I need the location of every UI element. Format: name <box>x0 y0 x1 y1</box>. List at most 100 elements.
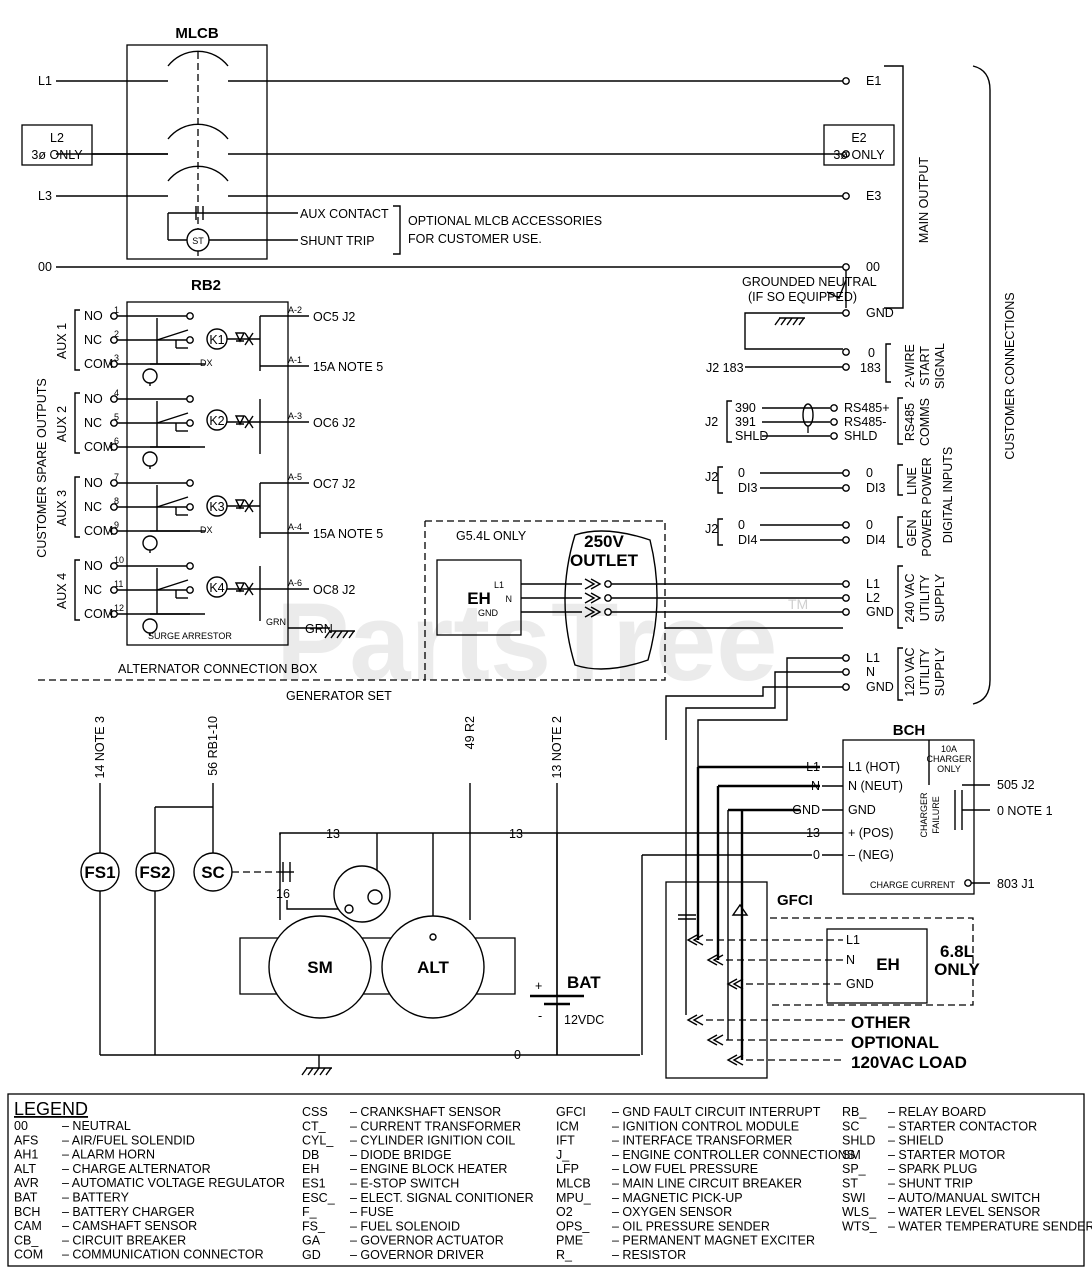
input-00: 00 <box>38 260 52 274</box>
comms-j2: J2 <box>705 415 718 429</box>
contact-blade <box>156 329 189 341</box>
line_power-bracket <box>717 466 723 494</box>
bat-voltage: 12VDC <box>564 1013 604 1027</box>
start-signal-label: 2-WIRE <box>903 344 917 388</box>
shunt-trip-coil <box>186 228 210 252</box>
eh68-term: N <box>846 953 855 967</box>
relay-diode <box>234 332 246 343</box>
gen_power-wire: DI4 <box>738 533 758 547</box>
vertical-wire-label: 14 NOTE 3 <box>93 716 107 779</box>
bch-wire: L1 <box>806 760 820 774</box>
contact-no <box>186 562 194 570</box>
output-terminal <box>842 192 850 200</box>
output-terminal <box>842 77 850 85</box>
start-signal-label: SIGNAL <box>933 343 947 389</box>
gen_power-j2: J2 <box>705 522 718 536</box>
aux-group-label: AUX 3 <box>55 490 69 526</box>
relay-coil <box>206 495 228 517</box>
gfci-trip <box>731 903 749 916</box>
alt-terminal <box>429 933 437 941</box>
output-e1: E1 <box>866 74 881 88</box>
legend-abbr: OPS_ <box>556 1219 590 1233</box>
legend-desc: – COMMUNICATION CONNECTOR <box>62 1248 264 1262</box>
aux-terminal-num: 10 <box>114 555 124 565</box>
legend-desc: – RESISTOR <box>612 1248 686 1262</box>
legend-abbr: CT_ <box>302 1119 327 1133</box>
vertical-wire-label: 49 R2 <box>463 716 477 749</box>
rb2-pin-label: OC5 J2 <box>313 310 355 324</box>
contact-blade <box>156 412 189 424</box>
comms-terminal <box>830 432 838 440</box>
relay-suppressor <box>244 415 254 429</box>
supply240-term: GND <box>866 605 894 619</box>
relay-diode-mark: DX <box>200 525 213 535</box>
watermark-tm: TM <box>788 596 808 612</box>
legend-desc: – ENGINE BLOCK HEATER <box>350 1162 507 1176</box>
comms-right-bracket <box>897 397 903 445</box>
supply240-label: SUPPLY <box>933 573 947 622</box>
gfci-plug <box>726 1054 744 1066</box>
legend-abbr: WLS_ <box>842 1205 877 1219</box>
supply120-label: UTILITY <box>918 648 932 695</box>
legend-desc: – MAIN LINE CIRCUIT BREAKER <box>612 1177 802 1191</box>
legend-abbr: FS_ <box>302 1219 326 1233</box>
contact-no <box>186 479 194 487</box>
g54-term: GND <box>478 608 499 618</box>
start-terminal <box>842 348 850 356</box>
aux-terminal <box>110 336 118 344</box>
aux-terminal <box>110 479 118 487</box>
gen_power-right-bracket <box>897 516 903 548</box>
start-signal-label: START <box>918 346 932 386</box>
legend-abbr: SHLD <box>842 1134 875 1148</box>
wire-13-label: 13 <box>509 827 523 841</box>
eh68-only: ONLY <box>934 960 980 979</box>
gfci-plug <box>686 934 704 946</box>
legend-desc: – AIR/FUEL SOLENDID <box>62 1133 195 1147</box>
legend-abbr: GD <box>302 1248 321 1262</box>
start-bracket <box>885 343 891 383</box>
breaker-arc <box>167 50 229 67</box>
legend-desc: – E-STOP SWITCH <box>350 1177 459 1191</box>
gen_power-term: DI4 <box>866 533 886 547</box>
ground-hatch <box>330 630 337 639</box>
gen_power-bracket <box>717 518 723 546</box>
sc-label: SC <box>201 863 225 882</box>
legend-desc: – OXYGEN SENSOR <box>612 1205 732 1219</box>
contact-no <box>186 395 194 403</box>
grounded-neutral-2: (IF SO EQUIPPED) <box>748 290 857 304</box>
gfci-plug <box>706 954 724 966</box>
wire-13-label: 13 <box>326 827 340 841</box>
legend-desc: – RELAY BOARD <box>888 1105 986 1119</box>
outlet-plug <box>584 578 602 590</box>
legend-desc: – CYLINDER IGNITION COIL <box>350 1134 515 1148</box>
bch-title: BCH <box>893 722 926 739</box>
supply240-bracket <box>897 565 903 629</box>
ground-hatch <box>798 317 805 326</box>
gen_power-wire: 0 <box>738 518 745 532</box>
g54-eh-box <box>436 559 522 636</box>
bch-row-label: GND <box>848 803 876 817</box>
outlet-250v: 250V <box>584 532 624 551</box>
supply120-n <box>685 671 843 891</box>
engine-frame <box>239 937 516 995</box>
aux-bracket <box>74 559 80 621</box>
g54-term: L1 <box>494 580 504 590</box>
legend-abbr: CYL_ <box>302 1134 334 1148</box>
solenoid-post <box>367 889 383 905</box>
relay-coil-label: K2 <box>209 414 224 428</box>
aux-terminal-name: COM <box>84 607 113 621</box>
surge-arrestor <box>142 451 158 467</box>
legend-abbr: BAT <box>14 1191 38 1205</box>
supply240-terminal <box>842 608 850 616</box>
legend-desc: – OIL PRESSURE SENDER <box>612 1219 770 1233</box>
legend-abbr: CSS <box>302 1105 328 1119</box>
other-load-label: OTHER <box>851 1013 911 1032</box>
comms-term: SHLD <box>844 429 877 443</box>
outlet-label: OUTLET <box>570 551 639 570</box>
watermark-text: PartsTree <box>276 581 777 704</box>
legend-abbr: IFT <box>556 1134 575 1148</box>
shunt-trip-st: ST <box>192 236 204 246</box>
supply120-terminal <box>842 654 850 662</box>
contact-nc <box>186 419 194 427</box>
accessory-bracket <box>393 205 401 255</box>
